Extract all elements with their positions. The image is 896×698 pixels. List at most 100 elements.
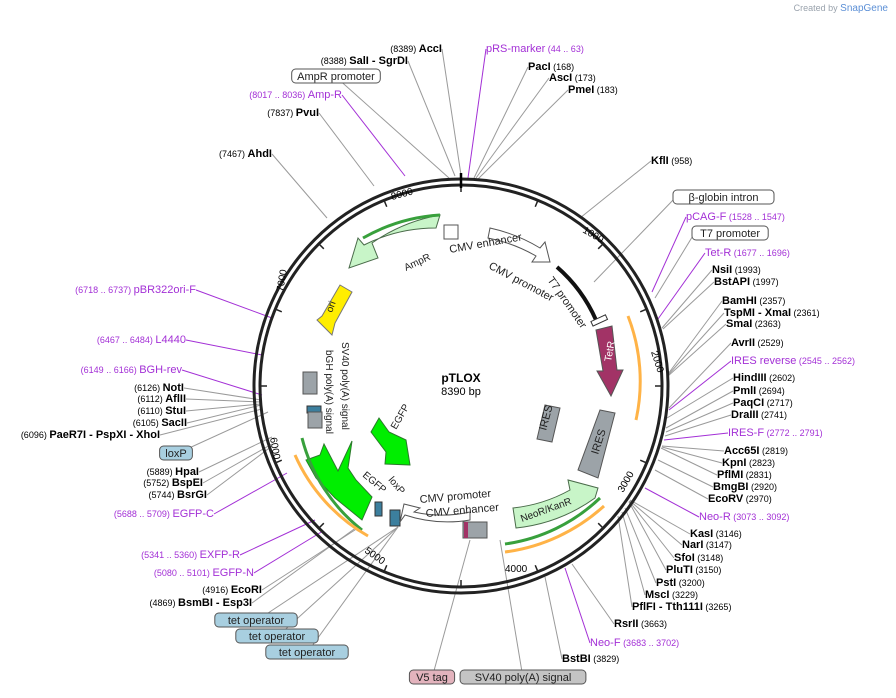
orange-arc-tetr bbox=[626, 315, 642, 421]
feature-cmv-enh-top: CMV enhancer bbox=[448, 231, 523, 256]
label-tet-operator-box bbox=[265, 644, 349, 660]
label-psti: PstI (3200) bbox=[656, 577, 705, 589]
feature-loxp-inner: loxP bbox=[386, 475, 407, 497]
label-noti-leader bbox=[183, 387, 262, 401]
ruler-tick bbox=[534, 564, 539, 572]
label-pmli-leader bbox=[665, 390, 734, 429]
snapgene-credit: Created by SnapGene bbox=[794, 3, 888, 14]
label-pmei-leader bbox=[477, 89, 569, 180]
label-pluti: PluTI (3150) bbox=[666, 564, 721, 576]
label-pbr322ori-f-leader bbox=[195, 289, 273, 319]
label-paqci-leader bbox=[665, 402, 734, 433]
feature-t7-promoter: T7 promoter bbox=[545, 275, 589, 331]
label-pflmi: PflMI (2831) bbox=[717, 469, 772, 481]
label-pflfi-leader bbox=[617, 515, 633, 608]
plasmid-name: pTLOX bbox=[441, 371, 480, 385]
ires-box-2 bbox=[577, 409, 616, 479]
label-ires-f: IRES-F (2772 .. 2791) bbox=[728, 427, 823, 439]
label-kasi-leader bbox=[629, 499, 691, 535]
label-sacii: (6105) SacII bbox=[133, 417, 187, 429]
label-pflmi-leader bbox=[660, 447, 718, 476]
label-tet-r-leader bbox=[657, 252, 706, 320]
ampr-arrow bbox=[348, 214, 441, 269]
label-tet-operator: tet operator bbox=[249, 631, 306, 643]
label-bsrgi: (5744) BsrGI bbox=[149, 489, 208, 501]
label-acc65i-leader bbox=[661, 445, 725, 452]
ruler-ticks bbox=[260, 173, 662, 587]
ruler-tick bbox=[639, 308, 647, 313]
tetr-arrow bbox=[595, 325, 624, 398]
label-bstapi-leader bbox=[662, 281, 715, 330]
label-pbr322ori-f: (6718 .. 6737) pBR322ori-F bbox=[75, 284, 196, 296]
label-pluti-leader bbox=[628, 501, 667, 571]
bgh-polya-box bbox=[302, 371, 318, 395]
label-kpni: KpnI (2823) bbox=[722, 457, 775, 469]
label-nsii: NsiI (1993) bbox=[712, 264, 761, 276]
label-ecorv: EcoRV (2970) bbox=[708, 493, 772, 505]
label-avrii-leader bbox=[668, 342, 732, 409]
label-bstapi: BstAPI (1997) bbox=[714, 276, 779, 288]
t7-marker bbox=[590, 314, 609, 327]
ruler-label-4000: 4000 bbox=[505, 564, 528, 575]
label--globin-intron: β-globin intron bbox=[689, 192, 759, 204]
label-sfoi-leader bbox=[628, 500, 675, 559]
ori-arrow bbox=[316, 284, 353, 336]
label-bsmbi-leader bbox=[251, 526, 358, 604]
label-draiii-leader bbox=[664, 414, 732, 437]
feature-egfp-1: EGFP bbox=[389, 402, 412, 431]
ruler-tick bbox=[383, 564, 388, 572]
label-ires-f-leader bbox=[663, 432, 729, 441]
feature-sv40-polya-left: SV40 poly(A) signal bbox=[339, 342, 350, 430]
label-kfli-leader bbox=[579, 160, 652, 219]
label-acc65i: Acc65I (2819) bbox=[724, 445, 788, 457]
label-exfp-r: (5341 .. 5360) EXFP-R bbox=[141, 549, 240, 561]
label-aflii: (6112) AflII bbox=[137, 393, 186, 405]
label-neo-r: Neo-R (3073 .. 3092) bbox=[699, 511, 789, 523]
feature-ampr: AmpR bbox=[403, 252, 433, 274]
label-pvui: (7837) PvuI bbox=[267, 107, 319, 119]
label-ampr-promoter: AmpR promoter bbox=[297, 71, 375, 83]
lox-marker-a bbox=[374, 501, 383, 517]
tet-marker-a bbox=[389, 509, 401, 527]
label-paci: PacI (168) bbox=[528, 61, 574, 73]
label-sv40-poly-a-signal-leader bbox=[499, 539, 524, 679]
cmv-bottom-box bbox=[462, 521, 488, 539]
label-rsrii: RsrII (3663) bbox=[614, 618, 667, 630]
ruler-tick bbox=[597, 243, 604, 250]
ruler-tick bbox=[275, 459, 283, 464]
label-nari: NarI (3147) bbox=[682, 539, 732, 551]
label-hindiii: HindIII (2602) bbox=[733, 372, 795, 384]
label-nsii-leader bbox=[661, 269, 713, 329]
label-bsrgi-leader bbox=[206, 445, 273, 496]
feature-bgh-polya: bGH poly(A) signal bbox=[323, 350, 334, 434]
features bbox=[293, 213, 642, 554]
ruler-tick bbox=[639, 459, 647, 464]
label-psti-leader bbox=[624, 507, 657, 584]
label-pcag-f-leader bbox=[651, 216, 687, 293]
label-ecori: (4916) EcoRI bbox=[202, 584, 262, 596]
label-sacii-leader bbox=[186, 404, 262, 424]
label-tet-operator: tet operator bbox=[228, 615, 285, 627]
label-neo-r-leader bbox=[644, 487, 700, 518]
label-pmei: PmeI (183) bbox=[568, 84, 618, 96]
ruler-tick bbox=[275, 308, 283, 313]
sv40-box-a bbox=[307, 411, 323, 429]
label-amp-r: (8017 .. 8036) Amp-R bbox=[249, 89, 342, 101]
label-v5-tag-box bbox=[408, 669, 456, 685]
label-ecorv-leader bbox=[654, 469, 709, 500]
label-paer7i-leader bbox=[159, 408, 263, 436]
label-loxp: loxP bbox=[165, 448, 186, 460]
label-ahdi-leader bbox=[271, 153, 328, 219]
label-smai-leader bbox=[667, 323, 727, 377]
label-bmgbi-leader bbox=[657, 459, 714, 488]
label-neo-f-leader bbox=[564, 567, 591, 644]
cmv-bottom-arrow bbox=[399, 503, 471, 523]
label-aflii-leader bbox=[185, 398, 262, 403]
label-l4440-leader bbox=[185, 339, 263, 356]
label-bamhi-leader bbox=[667, 300, 723, 375]
credit-brand: SnapGene bbox=[840, 3, 888, 14]
orange-arc-right bbox=[504, 504, 606, 554]
label-rsrii-leader bbox=[571, 563, 615, 625]
ruler-tick bbox=[383, 200, 388, 208]
label--globin-intron-leader bbox=[593, 197, 676, 283]
